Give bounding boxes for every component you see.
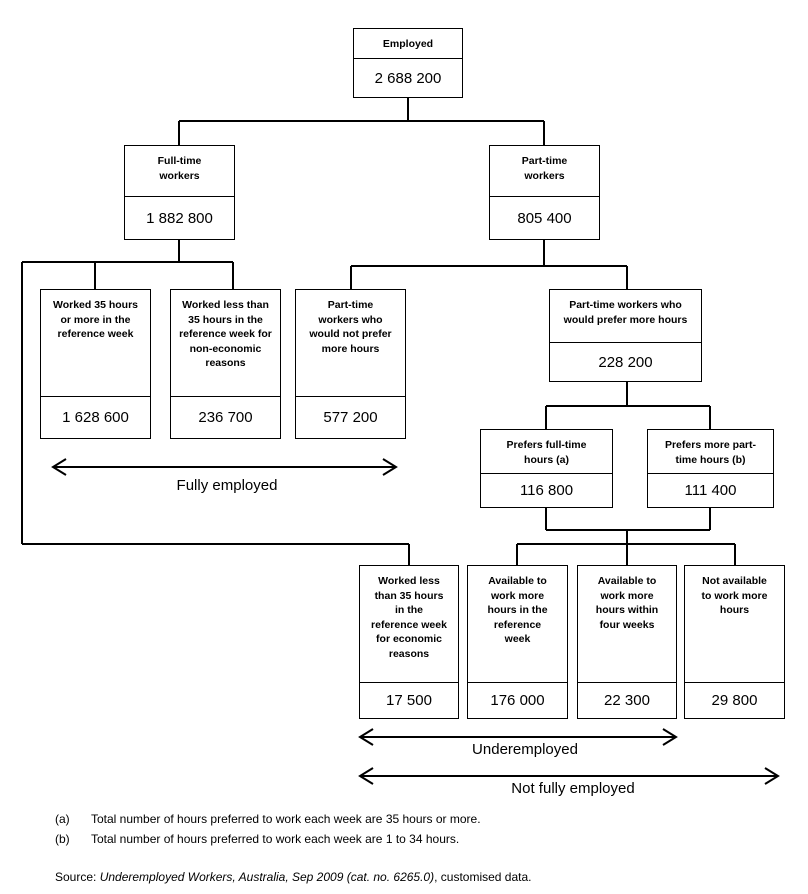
worked-less-economic-label: Worked less than 35 hours in the referen… <box>371 575 447 660</box>
available-four-weeks-label: Available to work more hours within four… <box>595 575 659 631</box>
pt-prefer-more-value: 228 200 <box>550 342 701 381</box>
double-arrows <box>51 458 780 785</box>
worked-less-noneconomic-box: Worked less than 35 hours in the referen… <box>170 289 281 439</box>
not-available-label: Not available to work more hours <box>701 575 768 616</box>
footnote-a-text: Total number of hours preferred to work … <box>91 812 481 826</box>
worked-35-plus-label: Worked 35 hours or more in the reference… <box>53 299 138 340</box>
worked-less-economic-value: 17 500 <box>360 682 458 718</box>
not-fully-employed-caption: Not fully employed <box>511 780 635 797</box>
footnote-b: (b) Total number of hours preferred to wo… <box>55 832 459 846</box>
worked-less-economic-box: Worked less than 35 hours in the referen… <box>359 565 459 719</box>
prefers-fulltime-box: Prefers full-time hours (a) 116 800 <box>480 429 613 508</box>
parttime-value: 805 400 <box>490 196 599 239</box>
employed-box: Employed 2 688 200 <box>353 28 463 98</box>
not-available-value: 29 800 <box>685 682 784 718</box>
pt-not-prefer-more-box: Part-time workers who would not prefer m… <box>295 289 406 439</box>
available-reference-week-label: Available to work more hours in the refe… <box>487 575 548 645</box>
source-prefix: Source: <box>55 870 100 884</box>
available-four-weeks-value: 22 300 <box>578 682 676 718</box>
pt-not-prefer-more-label: Part-time workers who would not prefer m… <box>309 299 392 355</box>
prefers-fulltime-value: 116 800 <box>481 473 612 507</box>
worked-less-noneconomic-value: 236 700 <box>171 396 280 438</box>
parttime-box: Part-time workers 805 400 <box>489 145 600 240</box>
footnote-a: (a) Total number of hours preferred to wo… <box>55 812 481 826</box>
employed-value: 2 688 200 <box>354 58 462 97</box>
worked-35-plus-box: Worked 35 hours or more in the reference… <box>40 289 151 439</box>
fulltime-box: Full-time workers 1 882 800 <box>124 145 235 240</box>
footnote-b-key: (b) <box>55 832 70 846</box>
pt-not-prefer-more-value: 577 200 <box>296 396 405 438</box>
source-title: Underemployed Workers, Australia, Sep 20… <box>99 870 435 884</box>
not-available-box: Not available to work more hours 29 800 <box>684 565 785 719</box>
source-suffix: , customised data. <box>434 870 532 884</box>
prefers-parttime-value: 111 400 <box>648 473 773 507</box>
footnote-b-text: Total number of hours preferred to work … <box>91 832 460 846</box>
fulltime-label: Full-time workers <box>157 155 202 182</box>
available-four-weeks-box: Available to work more hours within four… <box>577 565 677 719</box>
source-note: Source: Underemployed Workers, Australia… <box>55 870 532 884</box>
employed-label: Employed <box>382 38 434 50</box>
pt-prefer-more-box: Part-time workers who would prefer more … <box>549 289 702 382</box>
prefers-fulltime-label: Prefers full-time hours (a) <box>506 439 587 466</box>
fully-employed-caption: Fully employed <box>176 477 278 494</box>
pt-prefer-more-label: Part-time workers who would prefer more … <box>563 299 688 326</box>
prefers-parttime-label: Prefers more part-time hours (b) <box>664 439 757 466</box>
parttime-label: Part-time workers <box>521 155 568 182</box>
prefers-parttime-box: Prefers more part-time hours (b) 111 400 <box>647 429 774 508</box>
available-reference-week-box: Available to work more hours in the refe… <box>467 565 568 719</box>
underemployed-caption: Underemployed <box>472 741 578 758</box>
worked-less-noneconomic-label: Worked less than 35 hours in the referen… <box>179 299 272 369</box>
worked-35-plus-value: 1 628 600 <box>41 396 150 438</box>
fulltime-value: 1 882 800 <box>125 196 234 239</box>
footnote-a-key: (a) <box>55 812 70 826</box>
available-reference-week-value: 176 000 <box>468 682 567 718</box>
